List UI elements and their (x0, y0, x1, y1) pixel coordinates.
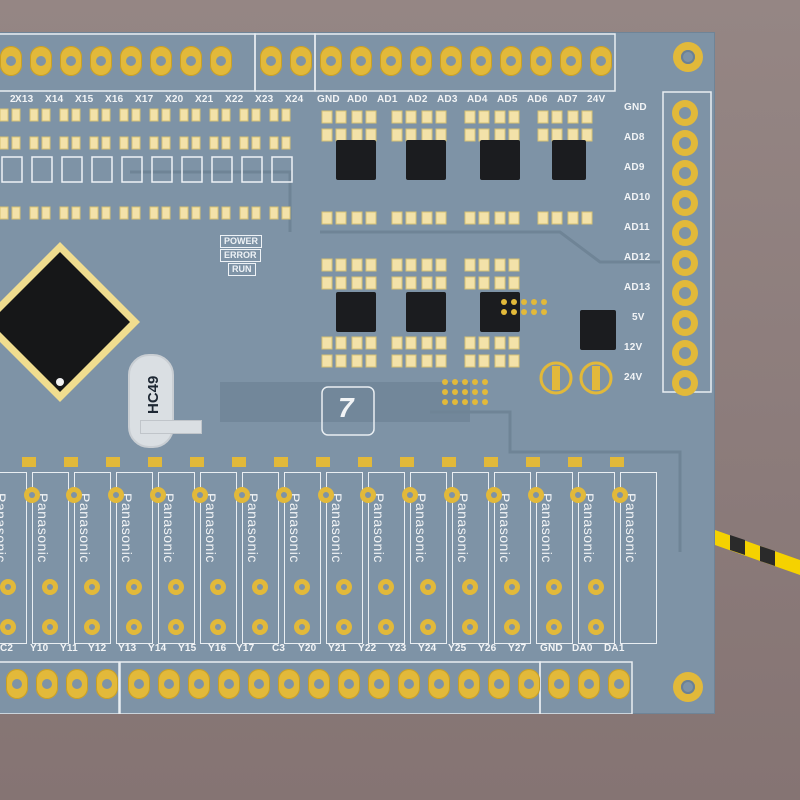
top-label: X13 (15, 94, 34, 105)
mounting-hole-icon (673, 42, 703, 72)
bottom-label: Y17 (236, 643, 255, 654)
top-label: AD4 (467, 94, 488, 105)
right-label: AD12 (624, 252, 651, 263)
top-label: AD2 (407, 94, 428, 105)
bottom-label: Y13 (118, 643, 137, 654)
right-label: 5V (632, 312, 645, 323)
microcontroller-chip (0, 242, 140, 402)
top-label: AD3 (437, 94, 458, 105)
bottom-label: C3 (272, 643, 286, 654)
bottom-label: DA0 (572, 643, 593, 654)
top-label: X17 (135, 94, 154, 105)
error-led-label: ERROR (220, 249, 261, 262)
analog-ic (336, 140, 376, 180)
top-label: X14 (45, 94, 64, 105)
bottom-label: Y22 (358, 643, 377, 654)
warning-tape-icon (715, 530, 800, 575)
bottom-label: Y20 (298, 643, 317, 654)
bottom-label: Y11 (60, 643, 78, 654)
smd-mid-grid (321, 258, 547, 405)
bottom-label: Y21 (328, 643, 347, 654)
analog-ic (336, 292, 376, 332)
top-label: X23 (255, 94, 274, 105)
top-label: AD0 (347, 94, 368, 105)
top-label: AD7 (557, 94, 578, 105)
right-label: AD10 (624, 192, 651, 203)
bottom-label: Y24 (418, 643, 437, 654)
run-led-label: RUN (228, 263, 256, 276)
top-label: 24V (587, 94, 606, 105)
right-label: AD11 (624, 222, 650, 233)
top-label: 2 (10, 94, 16, 105)
potentiometer-icon (539, 361, 613, 395)
bottom-label: C2 (0, 643, 14, 654)
regulator-ic (580, 310, 616, 350)
logo-icon: 7 (338, 392, 354, 423)
analog-ic (406, 140, 446, 180)
top-label: X22 (225, 94, 244, 105)
bottom-label: DA1 (604, 643, 625, 654)
top-label: X24 (285, 94, 304, 105)
right-label: 24V (624, 372, 643, 383)
bottom-label: Y26 (478, 643, 497, 654)
analog-ic (480, 140, 520, 180)
right-label: AD8 (624, 132, 645, 143)
bottom-label: Y23 (388, 643, 407, 654)
top-label: X21 (195, 94, 214, 105)
top-label: X15 (75, 94, 94, 105)
bottom-label: Y16 (208, 643, 227, 654)
top-label: X16 (105, 94, 124, 105)
bottom-label: Y12 (88, 643, 107, 654)
crystal-label: HC49 (145, 375, 162, 414)
top-label: AD5 (497, 94, 518, 105)
analog-ic (552, 140, 586, 180)
bottom-label: Y25 (448, 643, 467, 654)
right-label: GND (624, 102, 647, 113)
analog-ic (406, 292, 446, 332)
bottom-label: Y10 (30, 643, 49, 654)
top-label: X20 (165, 94, 184, 105)
bottom-label: Y15 (178, 643, 197, 654)
crystal-body (140, 420, 202, 434)
smd-component-grid (0, 108, 593, 225)
bottom-label: Y14 (148, 643, 167, 654)
power-led-label: POWER (220, 235, 263, 248)
right-label: 12V (624, 342, 643, 353)
bottom-label: Y27 (508, 643, 527, 654)
bottom-label: GND (540, 643, 563, 654)
right-label: AD9 (624, 162, 645, 173)
relay-pads (0, 457, 628, 635)
top-label: AD1 (377, 94, 398, 105)
top-label: GND (317, 94, 340, 105)
top-label: AD6 (527, 94, 548, 105)
right-label: AD13 (624, 282, 651, 293)
mounting-hole-icon (673, 672, 703, 702)
pcb-board: 2 X13 X14 X15 X16 X17 X20 X21 X22 X23 X2… (0, 32, 715, 714)
